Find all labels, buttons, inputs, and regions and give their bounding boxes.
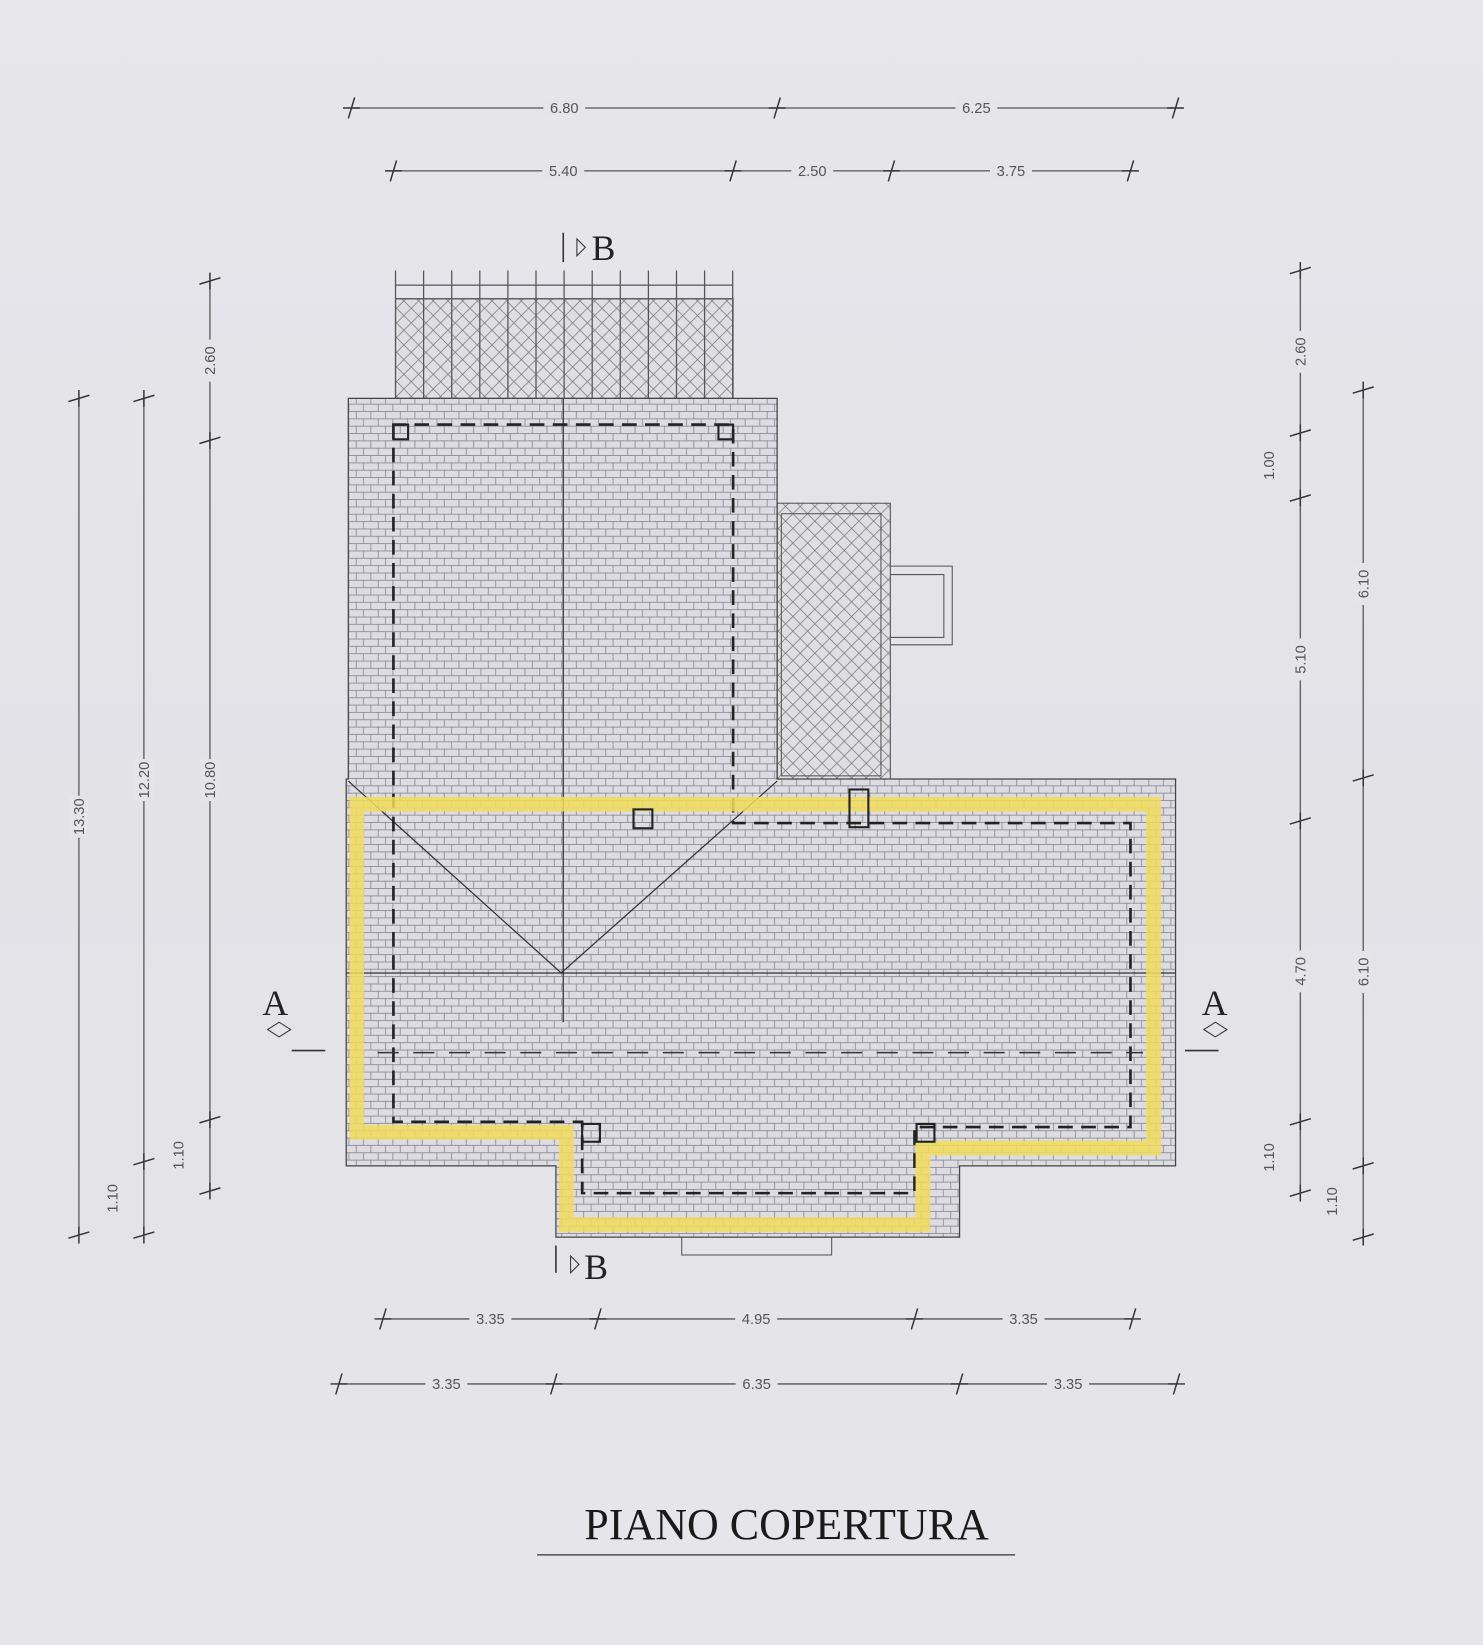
dimension-tick <box>68 1226 90 1244</box>
dimension-chain-bottom-row-1: 3.35 4.95 3.35 <box>374 1308 1141 1330</box>
dimension-tick <box>1289 1113 1312 1131</box>
dimension-tick <box>1352 1228 1374 1246</box>
dimension-chain-bottom-row-2: 3.35 6.35 3.35 <box>330 1373 1185 1395</box>
section-marker-a-right: A <box>1184 983 1228 1052</box>
dimension-tick <box>589 1308 607 1330</box>
dimension-chain-left-inner: 2.60 10.80 1.10 <box>172 272 221 1200</box>
dimension-label: 6.80 <box>550 101 579 117</box>
dimension-tick <box>343 97 360 119</box>
section-a-left-label: A <box>262 983 288 1023</box>
dimension-tick <box>1352 381 1374 399</box>
dimension-label: 2.60 <box>1294 337 1310 366</box>
dimension-label: 6.35 <box>742 1377 771 1393</box>
dimension-label: 5.10 <box>1294 645 1310 674</box>
dimension-tick <box>1122 160 1139 182</box>
dimension-label: 3.75 <box>997 164 1026 180</box>
dimension-label: 3.35 <box>1054 1377 1083 1393</box>
balcony <box>890 565 953 646</box>
dimension-tick <box>133 390 155 407</box>
dimension-tick <box>1168 1373 1185 1395</box>
dimension-tick <box>199 1182 221 1200</box>
dimension-tick <box>1289 262 1312 279</box>
dimension-tick <box>1352 1157 1374 1175</box>
dimension-chain-top-row-1: 6.80 6.25 <box>343 97 1184 119</box>
dimension-label: 1.10 <box>172 1141 188 1170</box>
dimension-label: 6.10 <box>1356 958 1372 987</box>
chimneys <box>392 423 936 1143</box>
section-a-right-label: A <box>1202 983 1228 1023</box>
dimension-tick <box>385 160 402 182</box>
dimension-chain-right-inner: 2.60 1.00 5.10 4.70 1.10 <box>1262 262 1312 1202</box>
dimension-tick <box>883 160 900 182</box>
dimension-tick <box>199 1111 221 1129</box>
dimension-label: 2.60 <box>203 346 219 375</box>
dimension-tick <box>724 160 742 182</box>
dimension-label: 1.00 <box>1262 451 1278 480</box>
side-terrace <box>776 502 891 782</box>
dimension-chain-right-outer: 6.10 6.10 1.10 <box>1325 381 1374 1246</box>
dimension-tick <box>1124 1308 1141 1330</box>
section-marker-b-bottom: B <box>555 1245 608 1287</box>
dimension-tick <box>1352 769 1374 787</box>
section-b-bottom-label: B <box>584 1247 608 1287</box>
dimension-tick <box>1289 812 1312 830</box>
dimension-label: 1.10 <box>106 1184 122 1213</box>
dimension-tick <box>1289 489 1312 507</box>
dimension-label: 3.35 <box>1009 1312 1038 1328</box>
section-b-top-label: B <box>592 228 616 268</box>
wall-outline-dashed <box>392 423 1132 1195</box>
section-marker-a-left: A <box>262 983 326 1052</box>
dimension-tick <box>133 1153 155 1171</box>
dimension-label: 6.25 <box>962 101 991 117</box>
dimension-label: 10.80 <box>203 762 219 799</box>
roof-outline <box>345 397 1177 1238</box>
section-marker-b-top: B <box>562 228 616 268</box>
dimension-chain-top-row-2: 5.40 2.50 3.75 <box>385 160 1139 182</box>
dimension-tick <box>768 97 786 119</box>
pergola <box>394 270 734 399</box>
drawing-title: PIANO COPERTURA <box>584 1500 989 1549</box>
dimension-label: 2.50 <box>798 164 827 180</box>
dimension-label: 1.10 <box>1262 1143 1278 1172</box>
dimension-label: 4.70 <box>1294 957 1310 986</box>
dimension-tick <box>1289 424 1312 442</box>
dimension-lines: 6.80 6.25 5.40 2.50 3.75 3.35 4.95 3.35 3.35 6.35… <box>68 97 1374 1395</box>
entrance-steps <box>681 1236 833 1256</box>
highlight-outline <box>349 796 1161 1232</box>
dimension-label: 3.35 <box>432 1377 461 1393</box>
dimension-label: 13.30 <box>72 798 88 835</box>
ridge-lines <box>346 398 1176 1023</box>
dimension-tick <box>68 390 90 407</box>
dimension-tick <box>199 272 221 290</box>
dimension-tick <box>133 1226 155 1244</box>
dimension-tick <box>199 431 221 449</box>
dimension-tick <box>1289 1184 1312 1202</box>
dimension-chain-left-middle: 12.20 1.10 <box>106 390 155 1244</box>
dimension-tick <box>545 1373 563 1395</box>
dimension-label: 12.20 <box>137 762 153 799</box>
dimension-tick <box>1167 97 1184 119</box>
dimension-label: 6.10 <box>1356 570 1372 599</box>
dimension-label: 1.10 <box>1325 1187 1341 1216</box>
dimension-label: 3.35 <box>476 1312 505 1328</box>
dimension-label: 5.40 <box>549 164 578 180</box>
dimension-tick <box>374 1308 392 1330</box>
dimension-label: 4.95 <box>742 1312 771 1328</box>
dimension-tick <box>951 1373 968 1395</box>
dimension-chain-left-outer: 13.30 <box>68 390 90 1244</box>
dimension-tick <box>330 1373 348 1395</box>
dimension-tick <box>906 1308 923 1330</box>
